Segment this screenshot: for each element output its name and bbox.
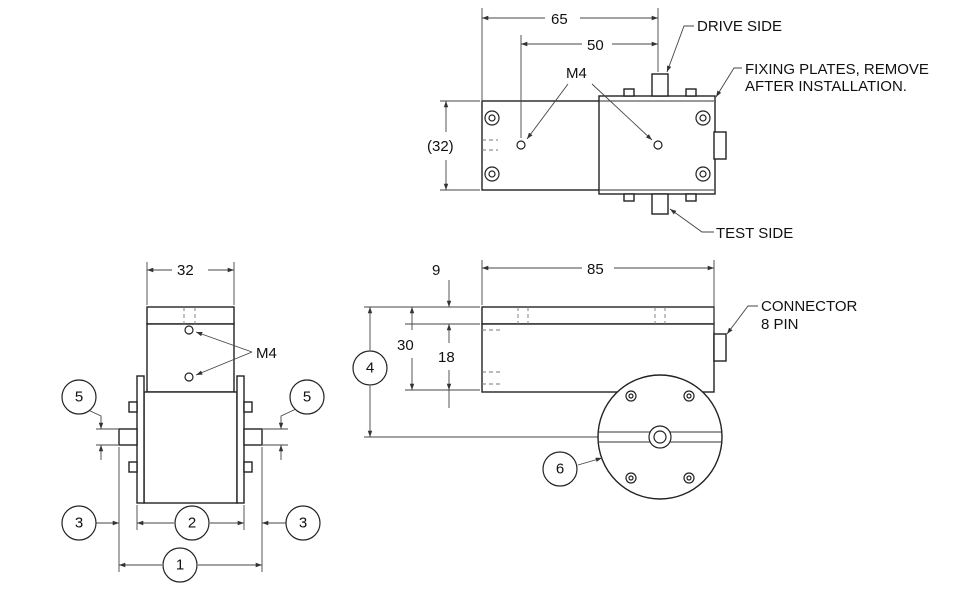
test-side-label: TEST SIDE — [716, 225, 793, 242]
svg-text:3: 3 — [75, 515, 83, 532]
svg-text:5: 5 — [75, 389, 83, 406]
dim-32-ref: (32) — [427, 138, 454, 155]
callout-3-right — [285, 505, 321, 541]
end-dim-32: 32 — [177, 262, 194, 279]
dim-9: 9 — [432, 262, 440, 279]
end-view-top-plate — [146, 306, 235, 325]
end-view-m4-hole-1 — [184, 325, 194, 335]
end-view-shaft-left — [118, 428, 138, 446]
svg-text:5: 5 — [303, 389, 311, 406]
dim-18: 18 — [438, 349, 455, 366]
m4-hole-left — [516, 140, 526, 150]
callout-1 — [162, 547, 198, 583]
front-view: 85 9 30 18 4 CONNECTOR 8 PIN — [352, 260, 858, 500]
callout-4 — [352, 350, 388, 386]
dim-30: 30 — [397, 337, 414, 354]
connector-label-1: CONNECTOR — [761, 298, 858, 315]
svg-text:2: 2 — [188, 515, 196, 532]
callout-3-left — [61, 505, 97, 541]
top-view-connector — [713, 131, 727, 160]
end-view: M4 32 1 2 3 3 5 — [61, 262, 325, 583]
drive-shaft — [651, 73, 669, 97]
flange-bolt-holes — [625, 390, 695, 484]
fixing-plates-label-1: FIXING PLATES, REMOVE — [745, 61, 929, 78]
dim-50: 50 — [587, 37, 604, 54]
callout-5-right — [289, 379, 325, 415]
m4-label-end: M4 — [256, 345, 277, 362]
test-shaft — [651, 193, 669, 215]
front-view-connector — [713, 333, 727, 362]
end-view-shaft-right — [243, 428, 263, 446]
svg-text:3: 3 — [299, 515, 307, 532]
end-view-housing — [143, 391, 238, 504]
connector-label-2: 8 PIN — [761, 316, 799, 333]
fixing-plates-label-2: AFTER INSTALLATION. — [745, 78, 907, 95]
front-view-top-plate — [481, 306, 715, 325]
dim-85: 85 — [587, 261, 604, 278]
dim-65: 65 — [551, 11, 568, 28]
m4-hole-right — [653, 140, 663, 150]
callout-5-left — [61, 379, 97, 415]
callout-6 — [542, 451, 578, 487]
svg-text:4: 4 — [366, 360, 374, 377]
callout-2 — [174, 505, 210, 541]
m4-label-top: M4 — [566, 65, 587, 82]
svg-text:6: 6 — [556, 461, 564, 478]
end-view-m4-hole-2 — [184, 372, 194, 382]
svg-text:1: 1 — [176, 557, 184, 574]
top-view: 65 50 (32) M4 DRIVE SIDE TEST SIDE FIXIN… — [427, 8, 929, 242]
drive-side-label: DRIVE SIDE — [697, 18, 782, 35]
top-view-corner-holes — [484, 110, 711, 182]
